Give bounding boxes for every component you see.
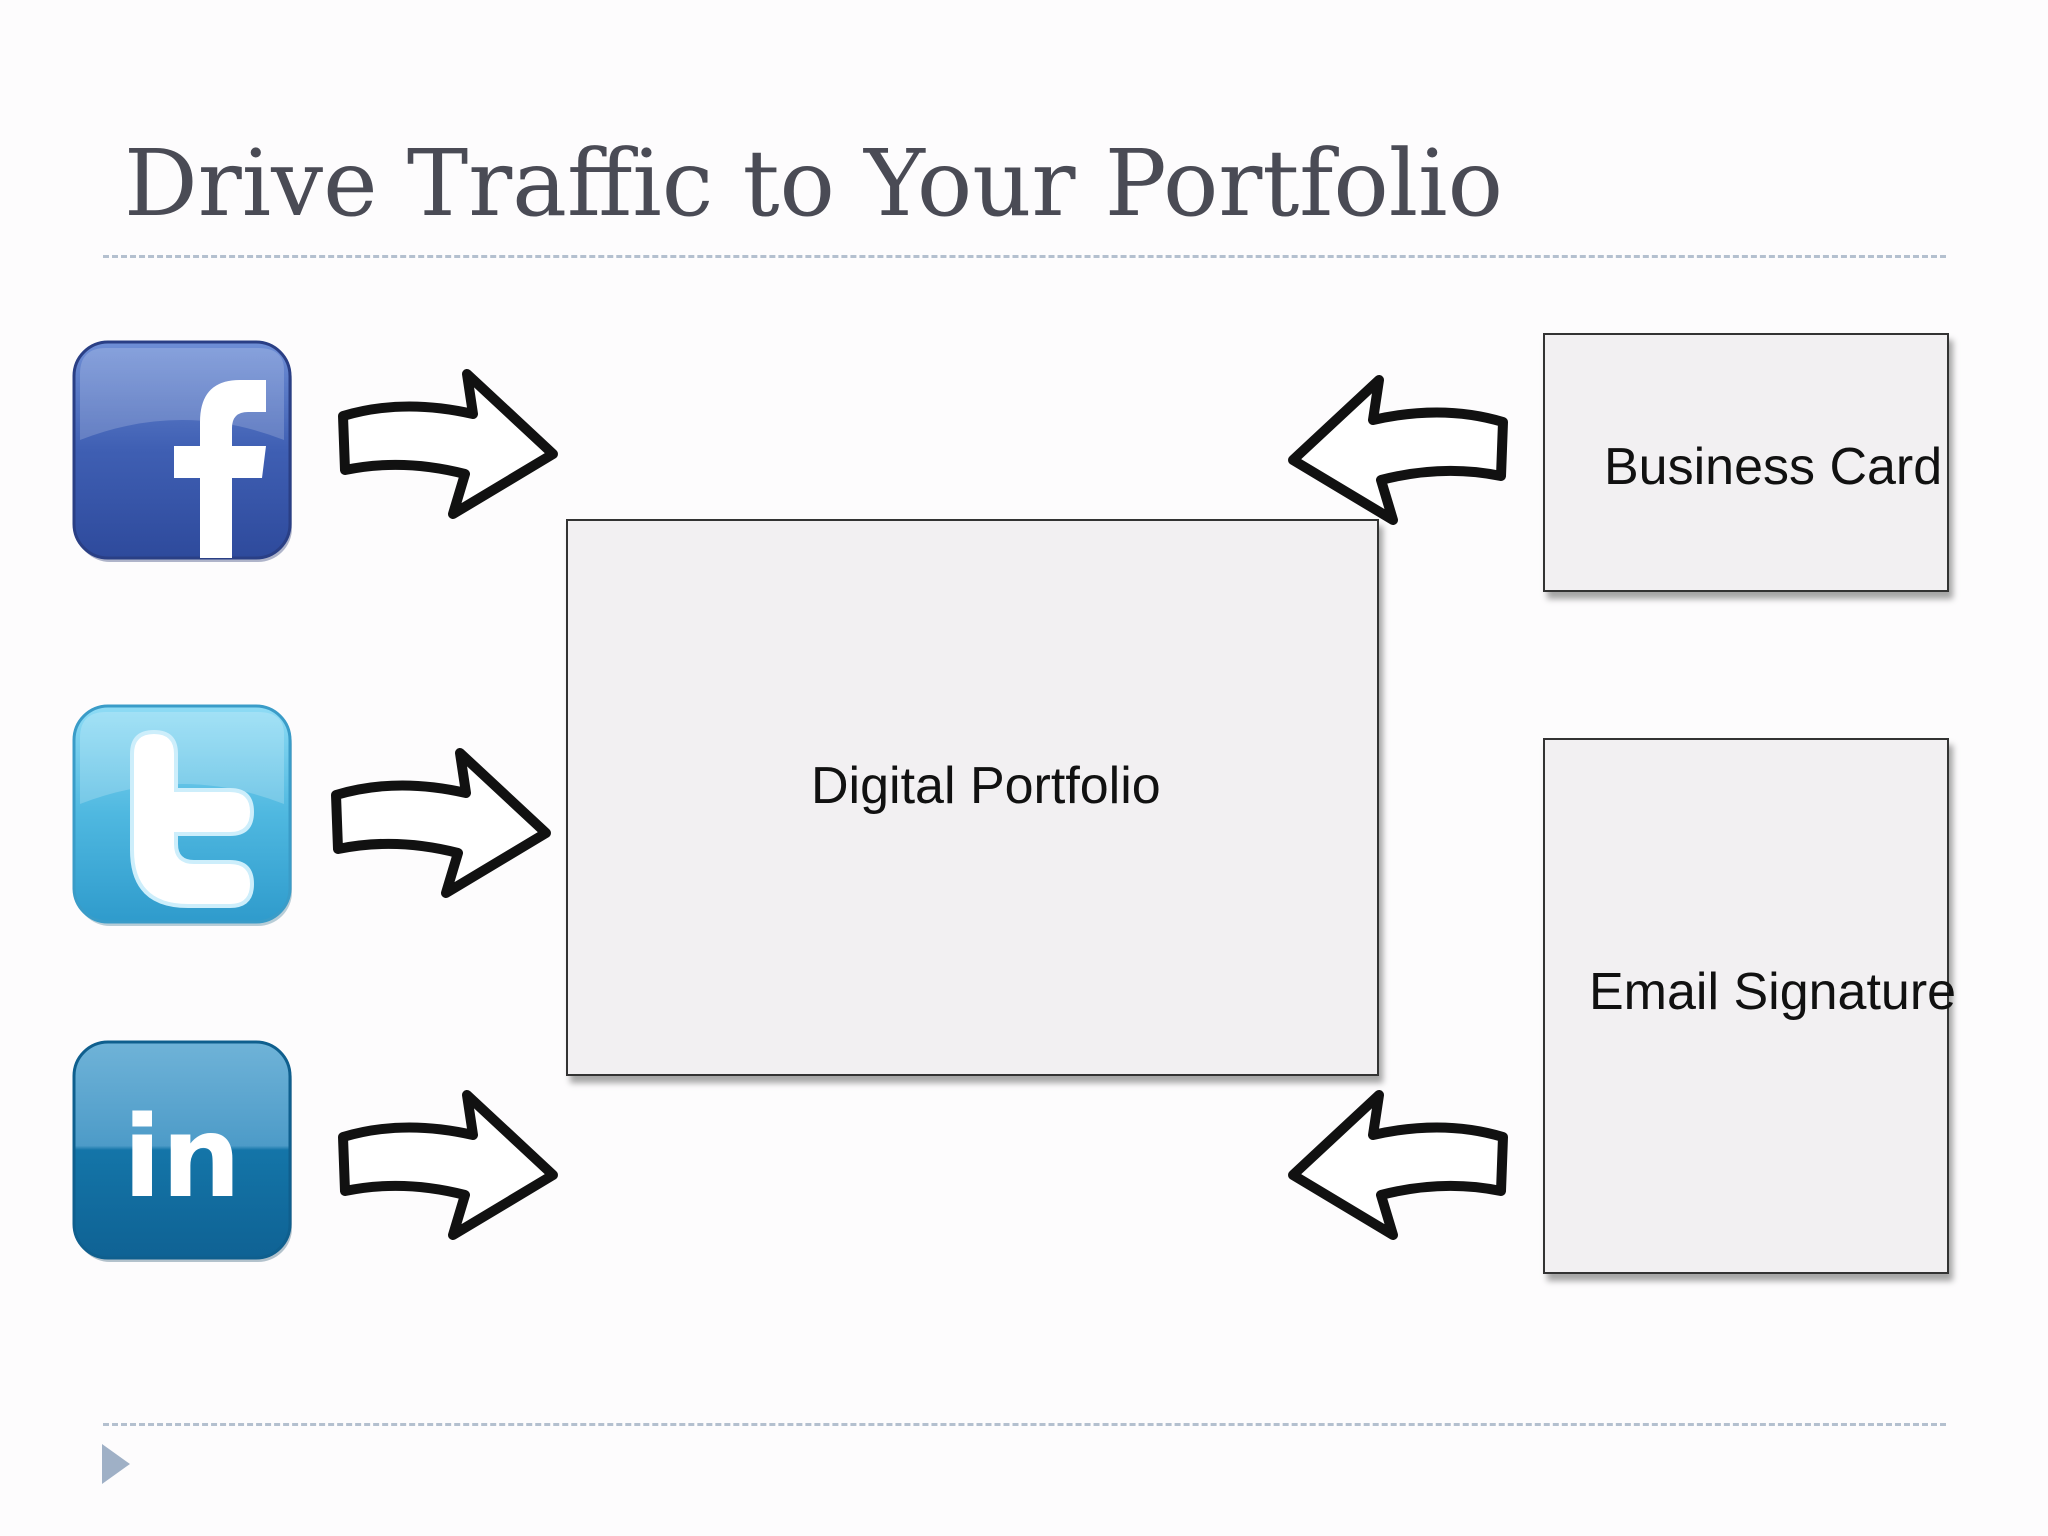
email-signature-label: Email Signature [1589,963,1957,1021]
arrow-right-icon [338,369,558,519]
svg-text:in: in [123,1093,241,1223]
twitter-icon [72,704,292,926]
linkedin-icon: in [72,1040,292,1262]
arrow-left-icon [1288,1090,1508,1240]
digital-portfolio-box: Digital Portfolio [566,519,1379,1076]
email-signature-box: Email Signature [1543,738,1956,1274]
footer-divider [103,1423,1946,1426]
arrow-right-icon [331,748,551,898]
title-divider [103,255,1946,258]
business-card-label: Business Card [1604,438,1943,496]
triangle-bullet-icon [102,1444,130,1484]
digital-portfolio-label: Digital Portfolio [811,757,1161,815]
slide-title: Drive Traffic to Your Portfolio [124,130,1503,237]
facebook-icon [72,340,292,562]
arrow-left-icon [1288,375,1508,525]
business-card-box: Business Card [1543,333,1949,592]
arrow-right-icon [338,1090,558,1240]
